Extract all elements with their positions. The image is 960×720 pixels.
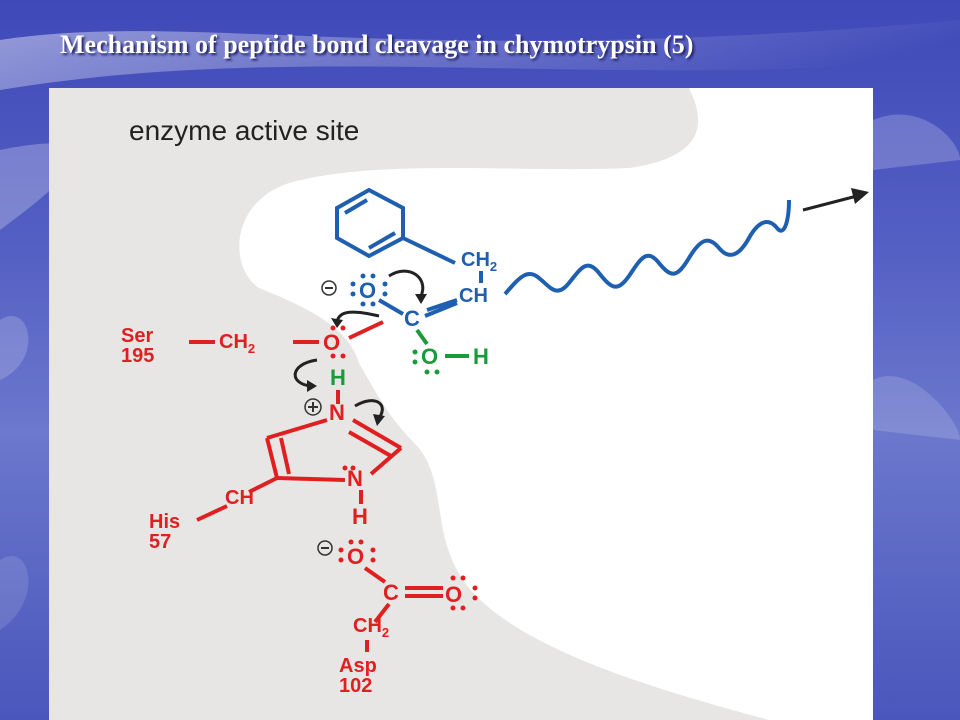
mechanism-diagram: enzyme active site CH2 CH O: [49, 88, 869, 720]
ser-number: 195: [121, 345, 154, 367]
oxyanion-lone-pairs: [350, 273, 388, 307]
water-h-label: H: [473, 344, 489, 369]
proton-h-label: H: [330, 365, 346, 390]
his-n-bottom-label: N: [347, 466, 363, 491]
his-number: 57: [149, 531, 171, 553]
mechanism-figure: enzyme active site CH2 CH O: [49, 88, 873, 720]
ser-label: Ser: [121, 325, 153, 347]
asp-o2-label: O: [445, 582, 462, 607]
curved-arrow-3-icon: [293, 358, 318, 388]
ser-o-label: O: [323, 330, 340, 355]
asp-o1-label: O: [347, 544, 364, 569]
asp-label: Asp: [339, 655, 377, 677]
water-o-label: O: [421, 344, 438, 369]
curved-arrow-2-icon: [335, 310, 380, 323]
substrate-ch-label: CH: [459, 285, 488, 307]
curved-arrow-4-icon: [354, 399, 384, 419]
asp-ch2-label: CH2: [353, 615, 389, 640]
benzene-ring: [335, 187, 456, 265]
his-label: His: [149, 511, 180, 533]
ser-ch2-label: CH2: [219, 331, 255, 356]
departure-arrow-icon: [851, 188, 869, 204]
positive-charge-icon: [304, 398, 322, 416]
substrate-ch2-label: CH2: [461, 249, 497, 274]
tetrahedral-carbon-label: C: [404, 306, 420, 331]
asp-c-label: C: [383, 580, 399, 605]
asp-o2-lone-pairs: [450, 575, 478, 611]
negative-charge-icon: [317, 540, 333, 556]
peptide-chain: [503, 199, 791, 296]
curved-arrow-1-icon: [388, 269, 425, 297]
his-n-top-label: N: [329, 400, 345, 425]
figure-heading: enzyme active site: [129, 115, 359, 146]
his-h-label: H: [352, 504, 368, 529]
his-n-lone-pair: [342, 465, 356, 471]
imidazole-ring: [248, 418, 403, 494]
asp-number: 102: [339, 675, 372, 697]
active-site-surface: [49, 88, 769, 720]
ser-o-lone-pairs: [330, 325, 346, 359]
asp-o1-lone-pairs: [338, 539, 376, 563]
oxyanion-o-label: O: [359, 278, 376, 303]
his-ch-label: CH: [225, 487, 254, 509]
slide-title: Mechanism of peptide bond cleavage in ch…: [60, 30, 694, 59]
water-lone-pairs: [412, 349, 440, 375]
